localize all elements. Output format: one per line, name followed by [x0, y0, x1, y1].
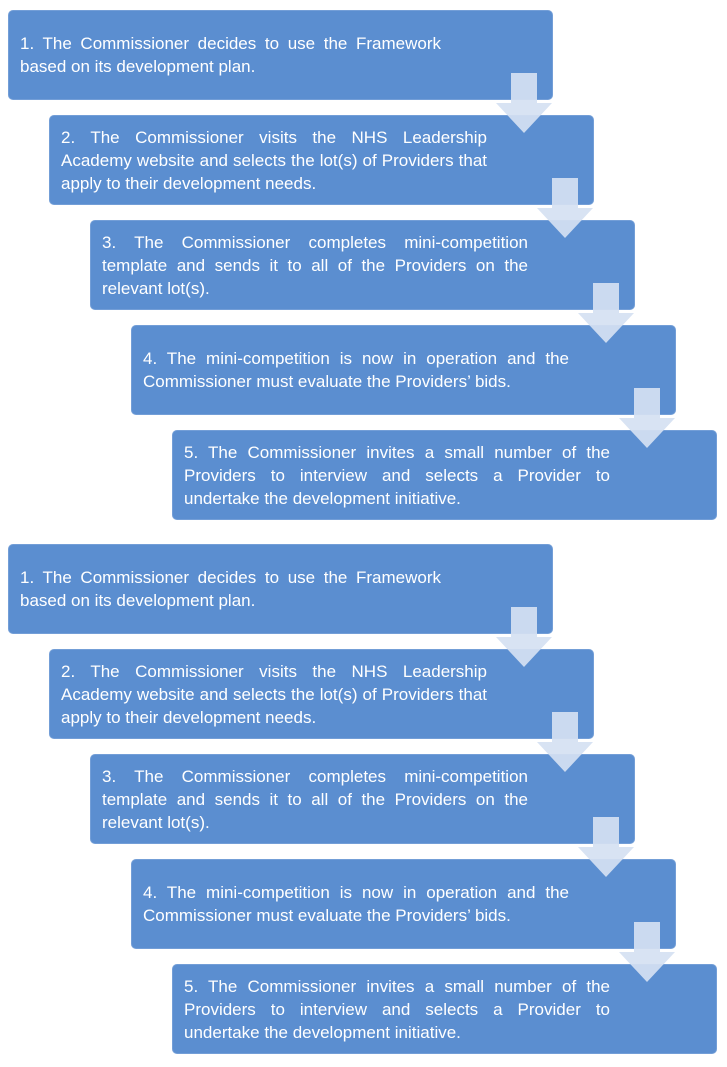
down-arrow-icon: [578, 817, 634, 877]
step-2-text: 2. The Commissioner visits the NHS Leade…: [61, 127, 487, 193]
step-1-text: 1. The Commissioner decides to use the F…: [20, 568, 441, 610]
step-5-text: 5. The Commissioner invites a small numb…: [184, 442, 610, 508]
step-2-box: 2. The Commissioner visits the NHS Leade…: [49, 115, 594, 205]
process-diagram-1: 1. The Commissioner decides to use the F…: [0, 0, 727, 520]
down-arrow-icon: [537, 178, 593, 238]
step-4-text: 4. The mini-competition is now in operat…: [143, 883, 569, 925]
step-1-box: 1. The Commissioner decides to use the F…: [8, 10, 553, 100]
step-2-text: 2. The Commissioner visits the NHS Leade…: [61, 661, 487, 727]
process-diagram-2: 1. The Commissioner decides to use the F…: [0, 534, 727, 1054]
step-3-text: 3. The Commissioner completes mini-compe…: [102, 766, 528, 832]
step-4-text: 4. The mini-competition is now in operat…: [143, 349, 569, 391]
down-arrow-icon: [619, 388, 675, 448]
down-arrow-icon: [537, 712, 593, 772]
step-2-box: 2. The Commissioner visits the NHS Leade…: [49, 649, 594, 739]
step-5-text: 5. The Commissioner invites a small numb…: [184, 976, 610, 1042]
step-1-text: 1. The Commissioner decides to use the F…: [20, 34, 441, 76]
step-3-box: 3. The Commissioner completes mini-compe…: [90, 220, 635, 310]
step-3-box: 3. The Commissioner completes mini-compe…: [90, 754, 635, 844]
down-arrow-icon: [578, 283, 634, 343]
step-5-box: 5. The Commissioner invites a small numb…: [172, 964, 717, 1054]
step-1-box: 1. The Commissioner decides to use the F…: [8, 544, 553, 634]
step-5-box: 5. The Commissioner invites a small numb…: [172, 430, 717, 520]
down-arrow-icon: [496, 73, 552, 133]
step-4-box: 4. The mini-competition is now in operat…: [131, 859, 676, 949]
down-arrow-icon: [619, 922, 675, 982]
down-arrow-icon: [496, 607, 552, 667]
step-3-text: 3. The Commissioner completes mini-compe…: [102, 232, 528, 298]
step-4-box: 4. The mini-competition is now in operat…: [131, 325, 676, 415]
